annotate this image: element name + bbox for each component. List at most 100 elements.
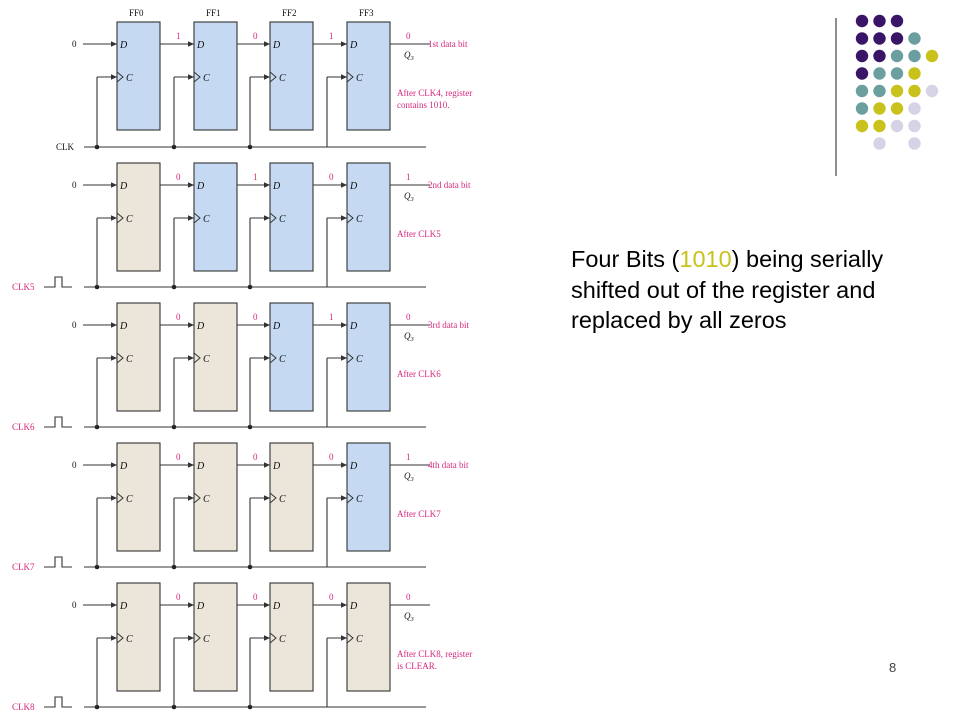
arrow-head [341, 635, 347, 641]
arrow-head [341, 602, 347, 608]
pin-d-label: D [349, 40, 358, 51]
data-bit-label: 1st data bit [428, 39, 468, 49]
clock-triangle [193, 352, 201, 364]
clock-triangle [116, 212, 124, 224]
decoration-dot [925, 49, 939, 63]
pin-c-label: C [279, 634, 286, 645]
decoration-dot [908, 119, 921, 133]
serial-input-value: 0 [72, 180, 77, 190]
decoration-dot [890, 84, 904, 98]
pin-c-label: C [279, 214, 286, 225]
pin-d-label: D [119, 601, 128, 612]
pin-c-label: C [279, 494, 286, 505]
pin-d-label: D [272, 601, 281, 612]
clock-pulse-icon [44, 416, 72, 428]
clock-triangle [116, 492, 124, 504]
flip-flop-cleared [116, 302, 161, 412]
bit-value-1: 0 [253, 31, 258, 41]
register-note: is CLEAR. [397, 661, 437, 671]
decoration-dot [890, 67, 904, 80]
arrow-head [341, 322, 347, 328]
register-note: After CLK7 [397, 509, 441, 519]
decoration-dot [908, 32, 921, 45]
clock-pulse-icon [44, 696, 72, 708]
register-note: After CLK4, register [397, 88, 472, 98]
decoration-dot [908, 84, 921, 98]
clock-triangle [193, 492, 201, 504]
arrow-head [188, 495, 194, 501]
q3-label: Q3 [404, 331, 415, 343]
bit-value-3: 0 [406, 312, 411, 322]
decoration-dot [890, 14, 904, 28]
decoration-dot [873, 32, 886, 45]
slide-number: 8 [889, 660, 897, 675]
arrow-head [188, 355, 194, 361]
pin-c-label: C [126, 634, 133, 645]
bit-value-0: 0 [176, 592, 181, 602]
clock-label: CLK [56, 142, 75, 152]
bit-value-2: 0 [329, 592, 334, 602]
arrow-head [188, 215, 194, 221]
decoration-dot [855, 102, 869, 115]
clock-label: CLK8 [12, 702, 35, 712]
decoration-dot [873, 14, 886, 28]
pin-d-label: D [349, 181, 358, 192]
pin-d-label: D [349, 601, 358, 612]
clock-triangle [193, 71, 201, 83]
decoration-dot [873, 84, 886, 98]
arrow-head [264, 355, 270, 361]
arrow-head [111, 602, 117, 608]
bit-value-0: 0 [176, 312, 181, 322]
arrow-head [111, 322, 117, 328]
bit-value-1: 0 [253, 312, 258, 322]
pin-c-label: C [356, 634, 363, 645]
decoration-dot [855, 14, 869, 28]
clock-triangle [269, 71, 277, 83]
clock-label: CLK6 [12, 422, 35, 432]
arrow-head [264, 635, 270, 641]
pin-c-label: C [126, 214, 133, 225]
pin-d-label: D [272, 321, 281, 332]
clock-triangle [346, 352, 354, 364]
pin-c-label: C [126, 494, 133, 505]
register-note: After CLK8, register [397, 649, 472, 659]
flip-flop-cleared [116, 442, 161, 552]
flip-flop-cleared [193, 582, 238, 692]
pin-c-label: C [126, 73, 133, 84]
decoration-dot [855, 67, 869, 80]
ff-label-3: FF3 [359, 8, 374, 18]
clock-triangle [346, 632, 354, 644]
flip-flop-loaded [116, 21, 161, 131]
bit-value-1: 0 [253, 452, 258, 462]
decoration-dot [908, 49, 921, 63]
arrow-head [188, 41, 194, 47]
arrow-head [188, 462, 194, 468]
decoration-dot [908, 102, 921, 115]
pin-c-label: C [203, 214, 210, 225]
bit-value-0: 1 [176, 31, 181, 41]
decoration-dot [908, 67, 921, 80]
bit-value-0: 0 [176, 172, 181, 182]
bit-value-0: 0 [176, 452, 181, 462]
bit-value-1: 1 [253, 172, 258, 182]
arrow-head [341, 495, 347, 501]
pin-d-label: D [196, 40, 205, 51]
flip-flop-loaded [346, 442, 391, 552]
pin-d-label: D [119, 461, 128, 472]
serial-input-value: 0 [72, 39, 77, 49]
clock-triangle [193, 632, 201, 644]
pin-d-label: D [272, 461, 281, 472]
decoration-dot [890, 32, 904, 45]
clock-triangle [116, 352, 124, 364]
decoration-dot [855, 84, 869, 98]
pin-d-label: D [272, 40, 281, 51]
ff-label-2: FF2 [282, 8, 297, 18]
pin-d-label: D [272, 181, 281, 192]
decoration-dot [855, 49, 869, 63]
decoration-dot [925, 84, 939, 98]
arrow-head [264, 215, 270, 221]
bit-value-2: 1 [329, 312, 334, 322]
pin-d-label: D [349, 461, 358, 472]
pin-d-label: D [119, 181, 128, 192]
